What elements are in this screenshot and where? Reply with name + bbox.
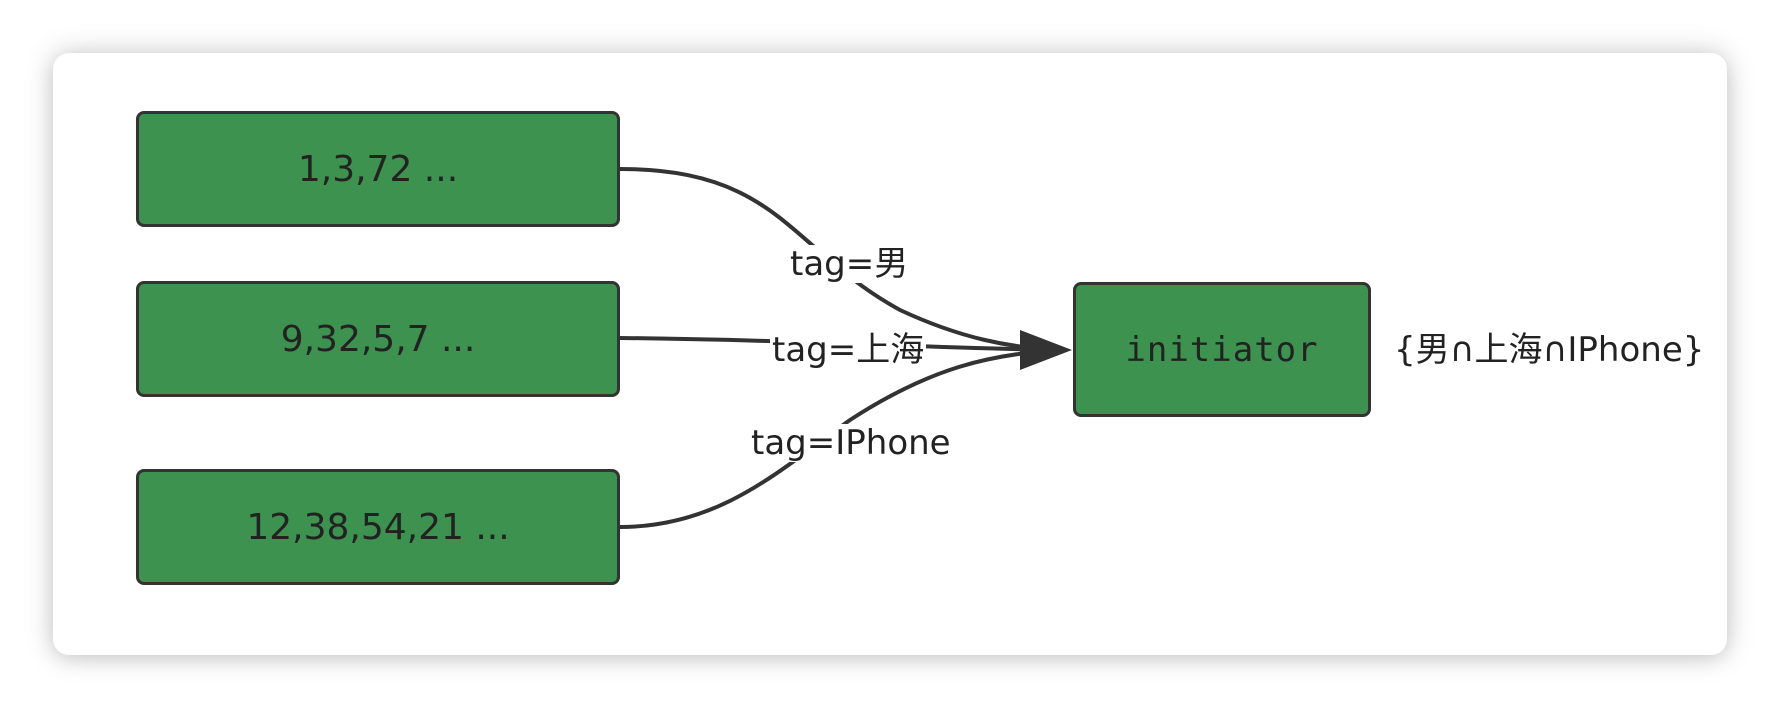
node-set-2: 9,32,5,7 ...	[136, 281, 620, 397]
node-set-1: 1,3,72 ...	[136, 111, 620, 227]
edge-label-3: tag=IPhone	[749, 423, 953, 463]
intersection-result: {男∩上海∩IPhone}	[1394, 330, 1705, 370]
node-set-2-label: 9,32,5,7 ...	[280, 318, 476, 360]
node-set-1-label: 1,3,72 ...	[297, 148, 459, 190]
edge-label-2: tag=上海	[770, 330, 927, 370]
edge-connector-1	[619, 167, 1061, 352]
edge-label-1: tag=男	[788, 244, 911, 284]
node-set-3-label: 12,38,54,21 ...	[246, 506, 510, 548]
node-initiator: initiator	[1073, 282, 1371, 417]
node-initiator-label: initiator	[1125, 329, 1319, 370]
arrowhead-icon	[1020, 330, 1072, 370]
node-set-3: 12,38,54,21 ...	[136, 469, 620, 585]
edge-connector-3	[619, 348, 1061, 529]
